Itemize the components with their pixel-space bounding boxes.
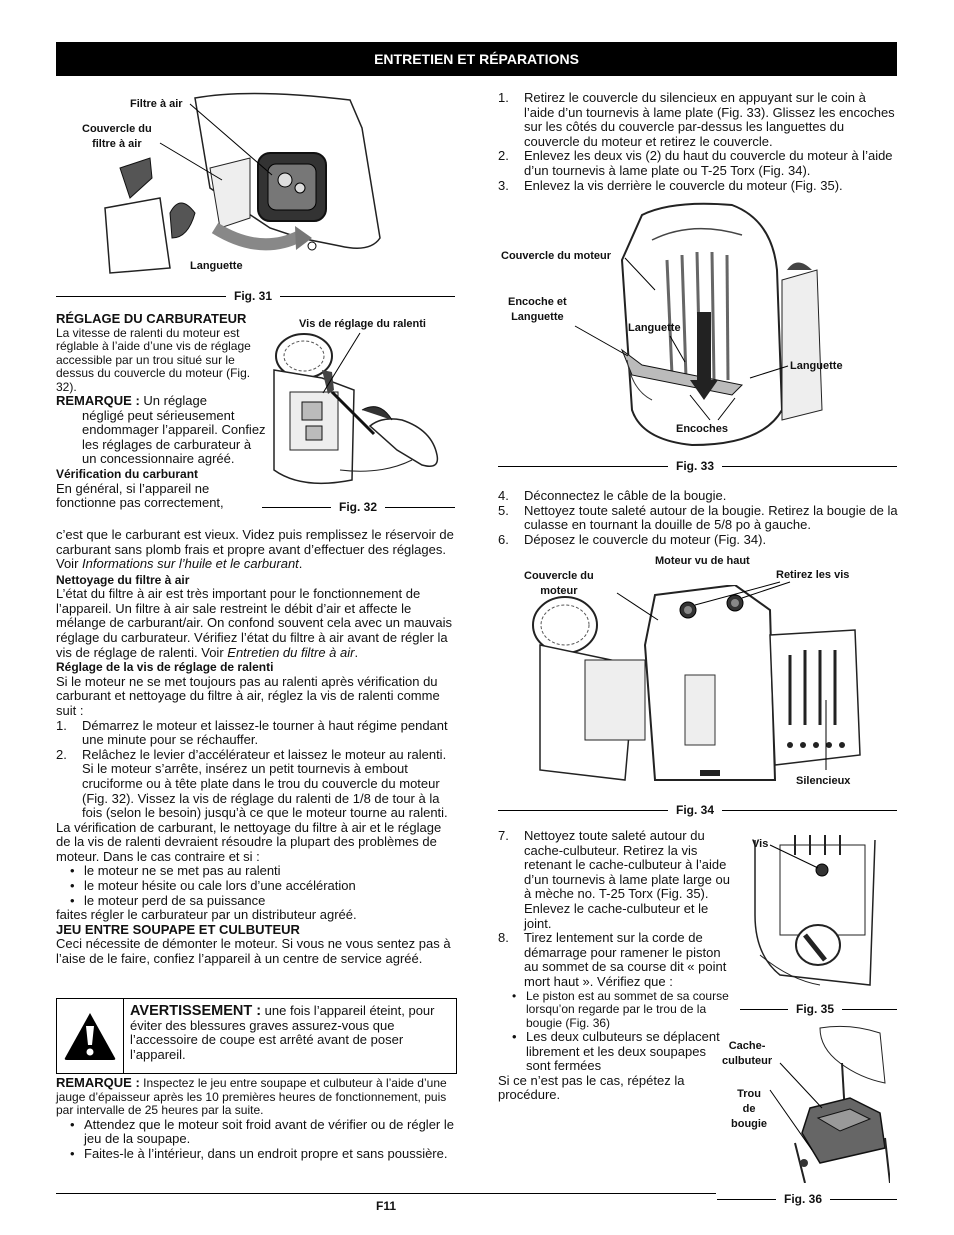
- repeat-text: Si ce n’est pas le cas, répétez la procé…: [498, 1072, 685, 1103]
- footer-rule: [56, 1193, 716, 1194]
- fig33-label-tab-left: Languette: [628, 322, 681, 334]
- note-first: Un réglage: [139, 393, 207, 409]
- fig36-illustration: [790, 1023, 890, 1183]
- note-label: REMARQUE :: [56, 393, 140, 409]
- fig35-leader-line: [769, 844, 819, 869]
- fig34-illustration: [525, 585, 870, 785]
- fig31-illustration: [100, 88, 385, 278]
- carb-text: La vitesse de ralenti du moteur est régl…: [56, 325, 251, 394]
- fuel-heading: Vérification du carburant: [56, 467, 199, 482]
- idle-heading: Réglage de la vis de réglage de ralenti: [56, 660, 274, 675]
- fuel-link: Informations sur l’huile et le carburant: [82, 556, 299, 572]
- fig32-illustration: [262, 330, 454, 492]
- fig36-label-plug-hole: Trou de bougie: [731, 1088, 768, 1130]
- note2-section: REMARQUE : Inspectez le jeu entre soupap…: [56, 1076, 456, 1161]
- filter-end: .: [354, 644, 359, 660]
- carb-section: RÉGLAGE DU CARBURATEUR La vitesse de ral…: [56, 311, 266, 511]
- fig33-label-notches: Encoches: [676, 423, 728, 435]
- fig33-illustration: [612, 200, 827, 450]
- list-item: Les deux culbuteurs se déplacent libreme…: [498, 1029, 734, 1074]
- step-item: 1.Retirez le couvercle du silencieux en …: [498, 90, 895, 149]
- check-text: La vérification de carburant, le nettoya…: [56, 819, 442, 864]
- steps-c: 7.Nettoyez toute saleté autour du cache-…: [498, 828, 734, 1103]
- step-item: 6.Déposez le couvercle du moteur (Fig. 3…: [498, 531, 767, 547]
- fig33-label-engine-cover: Couvercle du moteur: [501, 250, 612, 262]
- filter-text: L’état du filtre à air est très importan…: [56, 586, 453, 660]
- piston-bullets: Le piston est au sommet de sa course lor…: [498, 989, 734, 1074]
- warning-icon-cell: [57, 999, 124, 1073]
- fig35-illustration: [740, 835, 895, 995]
- steps-b: 4.Déconnectez le câble de la bougie. 5.N…: [498, 488, 898, 547]
- fuel-end: .: [298, 556, 303, 572]
- fig31-label-filter: Filtre à air: [130, 98, 183, 110]
- page-number: F11: [376, 1199, 397, 1213]
- fig34-label-remove-screws: Retirez les vis: [776, 569, 850, 581]
- section-header: ENTRETIEN ET RÉPARATIONS: [56, 42, 897, 76]
- fig36-caption: Fig. 36: [776, 1192, 831, 1206]
- idle-step: 2.Relâchez le levier d’accélérateur et l…: [56, 746, 448, 821]
- fuel-continued: c’est que le carburant est vieux. Videz …: [56, 527, 454, 967]
- check-bullets: le moteur ne se met pas au ralenti le mo…: [56, 864, 454, 908]
- fig36-label-rocker: Cache- culbuteur: [722, 1040, 773, 1067]
- warning-text-block: AVERTISSEMENT : une fois l’appareil étei…: [130, 1003, 452, 1062]
- fig35-caption: Fig. 35: [788, 1002, 843, 1016]
- note2-text: Inspectez le jeu entre soupape et culbut…: [56, 1076, 447, 1117]
- fig31-label-cover: Couvercle du filtre à air: [82, 123, 152, 150]
- list-item: Attendez que le moteur soit froid avant …: [56, 1117, 456, 1147]
- fig34-label-muffler: Silencieux: [796, 775, 851, 787]
- steps-a: 1.Retirez le couvercle du silencieux en …: [498, 90, 898, 193]
- fig34-label-engine-cover: Couvercle du moteur: [524, 570, 594, 597]
- fig36-leader-lines: [769, 1062, 823, 1151]
- fig32-caption: Fig. 32: [331, 500, 386, 514]
- section-title: ENTRETIEN ET RÉPARATIONS: [374, 51, 579, 67]
- step-item: 5.Nettoyez toute saleté autour de la bou…: [498, 502, 898, 533]
- list-item: Le piston est au sommet de sa course lor…: [498, 989, 734, 1031]
- dealer-text: faites régler le carburateur par un dist…: [56, 907, 357, 923]
- step-item: 4.Déconnectez le câble de la bougie.: [498, 488, 727, 503]
- fig32-label-screw: Vis de réglage du ralenti: [299, 318, 426, 330]
- step-item: 7.Nettoyez toute saleté autour du cache-…: [498, 828, 730, 931]
- fig34-label-top-view: Moteur vu de haut: [655, 555, 750, 567]
- note-rest: négligé peut sérieusement endommager l’a…: [82, 407, 266, 467]
- fig32-leader-line: [322, 332, 361, 394]
- step-item: 3.Enlevez la vis derrière le couvercle d…: [498, 177, 843, 193]
- step-item: 8.Tirez lentement sur la corde de démarr…: [498, 930, 727, 989]
- fig31-caption: Fig. 31: [226, 289, 281, 303]
- idle-text: Si le moteur ne se met toujours pas au r…: [56, 673, 440, 718]
- fig34-caption: Fig. 34: [668, 803, 723, 817]
- filter-heading: Nettoyage du filtre à air: [56, 572, 190, 587]
- fig33-label-notch-tab: Encoche et Languette: [508, 296, 567, 323]
- fuel-text-b: c’est que le carburant est vieux. Videz …: [56, 527, 454, 572]
- fig35-label-screw: Vis: [752, 838, 769, 850]
- warning-text: une fois l’appareil éteint, pour éviter …: [130, 1003, 435, 1062]
- note2-label: REMARQUE :: [56, 1075, 140, 1090]
- list-item: le moteur ne se met pas au ralenti: [56, 864, 454, 879]
- list-item: Faites-le à l’intérieur, dans un endroit…: [56, 1146, 456, 1162]
- valve-heading: JEU ENTRE SOUPAPE ET CULBUTEUR: [56, 921, 300, 937]
- carb-heading: RÉGLAGE DU CARBURATEUR: [56, 311, 247, 326]
- step-item: 2.Enlevez les deux vis (2) du haut du co…: [498, 148, 893, 178]
- fig33-leader-lines: [574, 257, 789, 421]
- fig31-leader-lines: [159, 103, 273, 181]
- list-item: le moteur perd de sa puissance: [56, 893, 454, 909]
- valve-text: Ceci nécessite de démonter le moteur. Si…: [56, 936, 451, 967]
- fuel-text-a: En général, si l’appareil ne fonctionne …: [56, 480, 224, 511]
- list-item: le moteur hésite ou cale lors d’une accé…: [56, 878, 454, 894]
- fig34-leader-lines: [616, 581, 827, 770]
- warning-box: AVERTISSEMENT : une fois l’appareil étei…: [56, 998, 457, 1074]
- idle-step: 1.Démarrez le moteur et laissez-le tourn…: [56, 717, 448, 748]
- fig33-label-tab-right: Languette: [790, 360, 843, 372]
- idle-steps: 1.Démarrez le moteur et laissez-le tourn…: [56, 717, 454, 821]
- filter-link: Entretien du filtre à air: [227, 644, 355, 660]
- fig33-caption: Fig. 33: [668, 459, 723, 473]
- note2-bullets: Attendez que le moteur soit froid avant …: [56, 1117, 456, 1162]
- warning-triangle-icon: [64, 1013, 116, 1060]
- fig31-label-tab: Languette: [190, 260, 243, 272]
- warning-label: AVERTISSEMENT :: [130, 1003, 262, 1019]
